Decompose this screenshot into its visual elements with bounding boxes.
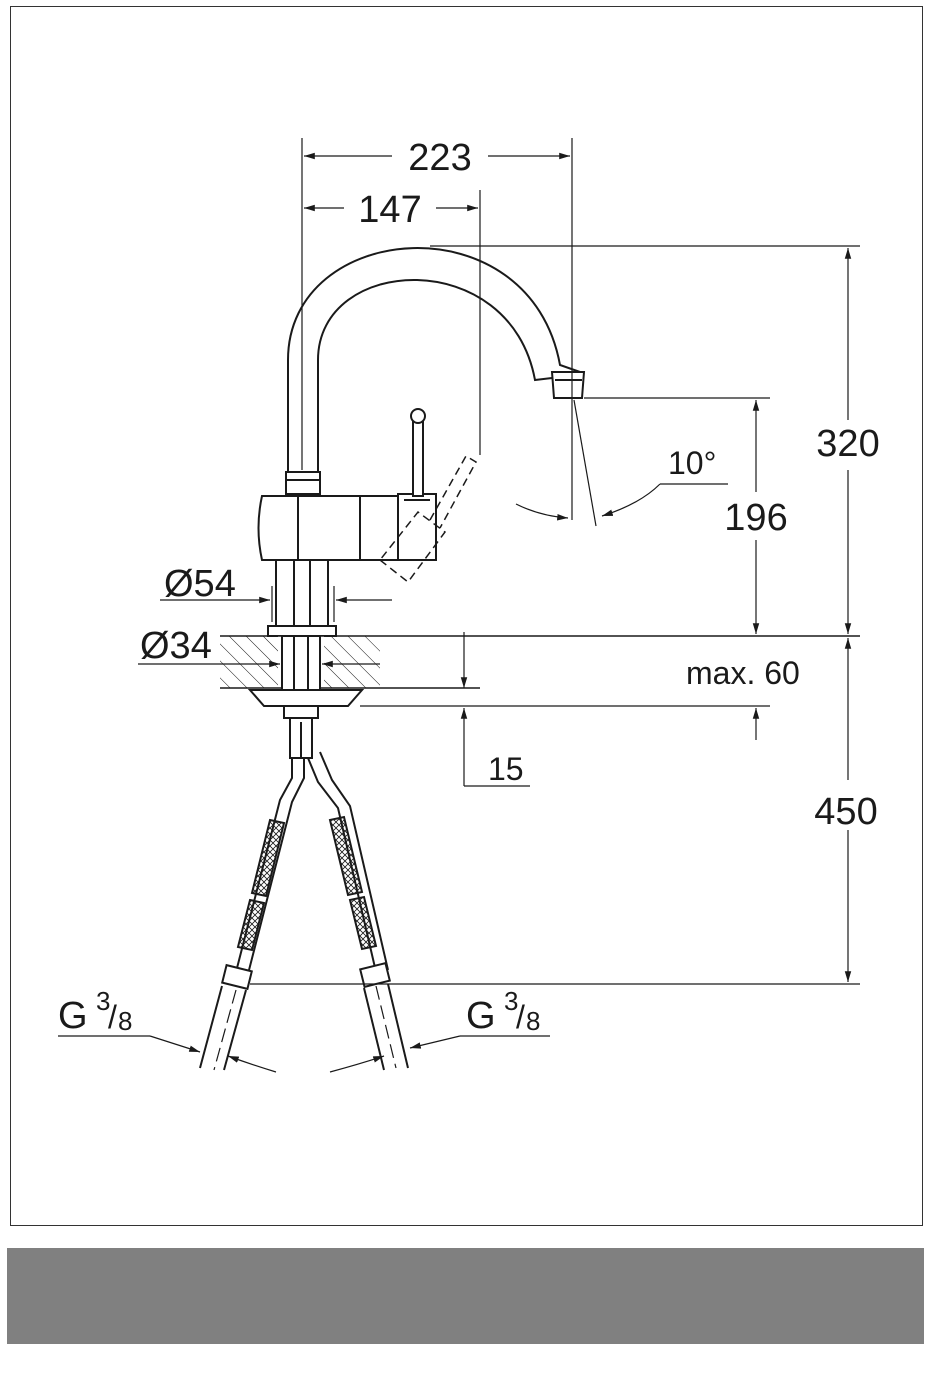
svg-text:G: G [58, 995, 88, 1037]
technical-drawing: 223 147 320 196 10° Ø54 Ø34 max. 60 15 4… [0, 0, 950, 1240]
dim-450: 450 [814, 791, 877, 833]
spout-inner [318, 280, 552, 472]
footer-bar [7, 1248, 924, 1344]
thread-label-left: G 3 / 8 [58, 986, 132, 1037]
spout-tip [552, 372, 584, 398]
faucet-body [259, 248, 585, 636]
dim-10-degrees: 10° [668, 445, 716, 481]
dim-147: 147 [358, 189, 421, 231]
thread-label-right: G 3 / 8 [466, 986, 540, 1037]
dimension-lines [58, 138, 860, 1072]
svg-text:G: G [466, 995, 496, 1037]
dimension-labels: 223 147 320 196 10° Ø54 Ø34 max. 60 15 4… [58, 132, 890, 1037]
dim-diameter-34: Ø34 [140, 625, 212, 667]
dim-max-60: max. 60 [686, 655, 800, 691]
supply-hoses [200, 752, 408, 1070]
dim-196: 196 [724, 497, 787, 539]
svg-text:/: / [516, 999, 525, 1035]
dim-diameter-54: Ø54 [164, 563, 236, 605]
svg-text:8: 8 [118, 1006, 132, 1036]
svg-text:8: 8 [526, 1006, 540, 1036]
dim-15: 15 [488, 751, 524, 787]
dim-320: 320 [816, 423, 879, 465]
dim-223: 223 [408, 137, 471, 179]
svg-text:/: / [108, 999, 117, 1035]
